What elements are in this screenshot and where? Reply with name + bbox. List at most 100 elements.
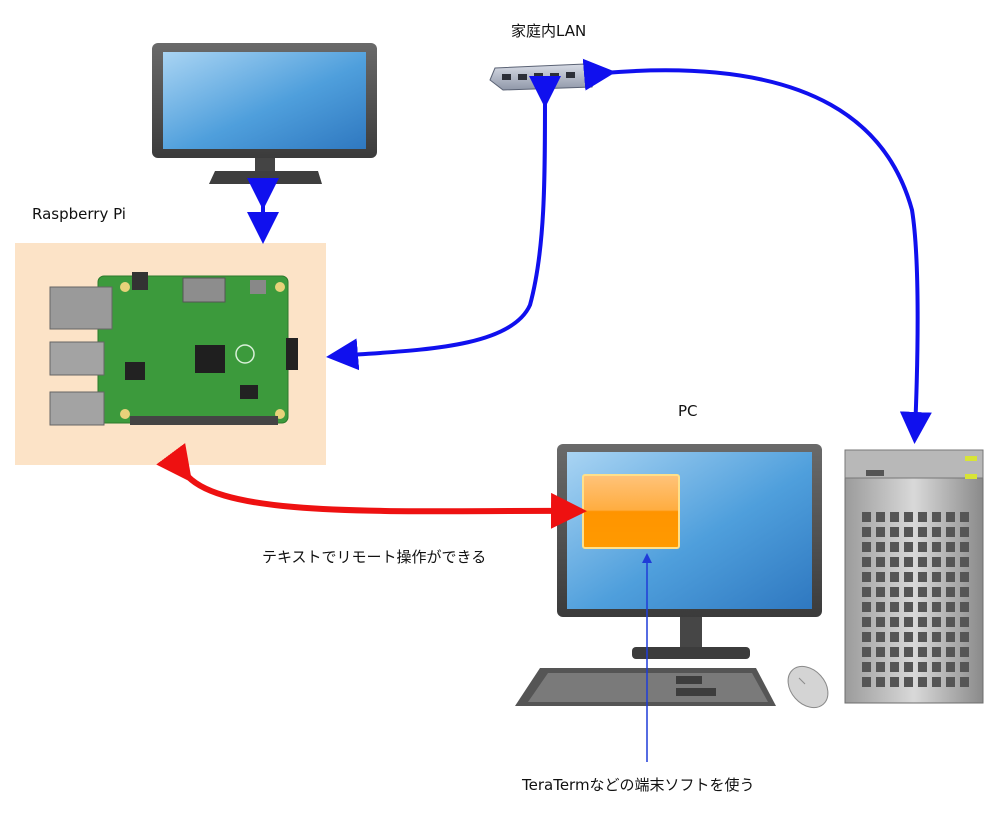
- vent-slot: [946, 587, 955, 597]
- vent-slot: [946, 632, 955, 642]
- vent-slot: [918, 617, 927, 627]
- remote-operation-arrow: [156, 443, 587, 529]
- vent-slot: [932, 632, 941, 642]
- vent-slot: [918, 602, 927, 612]
- vent-slot: [890, 617, 899, 627]
- vent-slot: [904, 542, 913, 552]
- vent-slot: [932, 677, 941, 687]
- vent-slot: [862, 662, 871, 672]
- vent-slot: [918, 572, 927, 582]
- vent-slot: [862, 677, 871, 687]
- vent-slot: [918, 587, 927, 597]
- pc-label: PC: [678, 402, 698, 420]
- vent-slot: [932, 662, 941, 672]
- vent-slot: [890, 542, 899, 552]
- vent-slot: [946, 557, 955, 567]
- vent-slot: [946, 572, 955, 582]
- vent-slot: [904, 602, 913, 612]
- vent-slot: [876, 647, 885, 657]
- vent-slot: [932, 512, 941, 522]
- raspberry-pi-board-icon: [15, 243, 326, 465]
- vent-slot: [960, 527, 969, 537]
- vent-slot: [876, 587, 885, 597]
- vent-slot: [946, 512, 955, 522]
- vent-slot: [960, 572, 969, 582]
- vent-slot: [946, 677, 955, 687]
- vent-slot: [918, 632, 927, 642]
- hub-tower-arrow: [582, 58, 932, 444]
- vent-slot: [876, 662, 885, 672]
- vent-slot: [862, 512, 871, 522]
- vent-slot: [904, 632, 913, 642]
- vent-slot: [918, 557, 927, 567]
- vent-slot: [904, 617, 913, 627]
- vent-slot: [918, 647, 927, 657]
- vent-slot: [932, 542, 941, 552]
- vent-slot: [890, 602, 899, 612]
- vent-slot: [904, 572, 913, 582]
- vent-slot: [890, 587, 899, 597]
- vent-slot: [960, 557, 969, 567]
- network-hub-icon: [489, 63, 597, 91]
- vent-slot: [946, 617, 955, 627]
- vent-slot: [960, 602, 969, 612]
- tower-vent-grid: [862, 512, 969, 687]
- vent-slot: [946, 527, 955, 537]
- vent-slot: [946, 647, 955, 657]
- vent-slot: [960, 542, 969, 552]
- vent-slot: [946, 662, 955, 672]
- vent-slot: [960, 677, 969, 687]
- vent-slot: [862, 617, 871, 627]
- vent-slot: [876, 542, 885, 552]
- vent-slot: [862, 542, 871, 552]
- vent-slot: [890, 647, 899, 657]
- vent-slot: [946, 542, 955, 552]
- vent-slot: [918, 677, 927, 687]
- teraterm-annotation-arrow: [642, 553, 652, 762]
- raspberry-pi-label: Raspberry Pi: [32, 205, 126, 223]
- vent-slot: [918, 527, 927, 537]
- vent-slot: [862, 587, 871, 597]
- vent-slot: [904, 587, 913, 597]
- vent-slot: [932, 587, 941, 597]
- vent-slot: [890, 557, 899, 567]
- vent-slot: [862, 632, 871, 642]
- vent-slot: [918, 512, 927, 522]
- vent-slot: [918, 542, 927, 552]
- terminal-window-icon: [582, 474, 680, 549]
- network-connections: [247, 58, 932, 444]
- tower-case-icon: [844, 449, 984, 704]
- vent-slot: [904, 662, 913, 672]
- vent-slot: [890, 512, 899, 522]
- vent-slot: [876, 512, 885, 522]
- vent-slot: [918, 662, 927, 672]
- teraterm-label: TeraTermなどの端末ソフトを使う: [522, 776, 755, 794]
- lan-label: 家庭内LAN: [511, 22, 587, 40]
- vent-slot: [960, 632, 969, 642]
- vent-slot: [890, 677, 899, 687]
- vent-slot: [960, 662, 969, 672]
- vent-slot: [904, 557, 913, 567]
- vent-slot: [862, 557, 871, 567]
- vent-slot: [904, 512, 913, 522]
- vent-slot: [876, 632, 885, 642]
- mouse-icon: [787, 665, 829, 709]
- hub-pi-arrow: [326, 75, 562, 371]
- vent-slot: [960, 512, 969, 522]
- remote-operation-label: テキストでリモート操作ができる: [262, 548, 487, 566]
- vent-slot: [876, 602, 885, 612]
- vent-slot: [932, 602, 941, 612]
- vent-slot: [890, 632, 899, 642]
- vent-slot: [904, 677, 913, 687]
- vent-slot: [876, 527, 885, 537]
- vent-slot: [862, 527, 871, 537]
- vent-slot: [932, 617, 941, 627]
- monitor-icon: [152, 43, 377, 184]
- vent-slot: [932, 527, 941, 537]
- vent-slot: [890, 572, 899, 582]
- vent-slot: [876, 617, 885, 627]
- vent-slot: [862, 572, 871, 582]
- vent-slot: [862, 647, 871, 657]
- vent-slot: [960, 617, 969, 627]
